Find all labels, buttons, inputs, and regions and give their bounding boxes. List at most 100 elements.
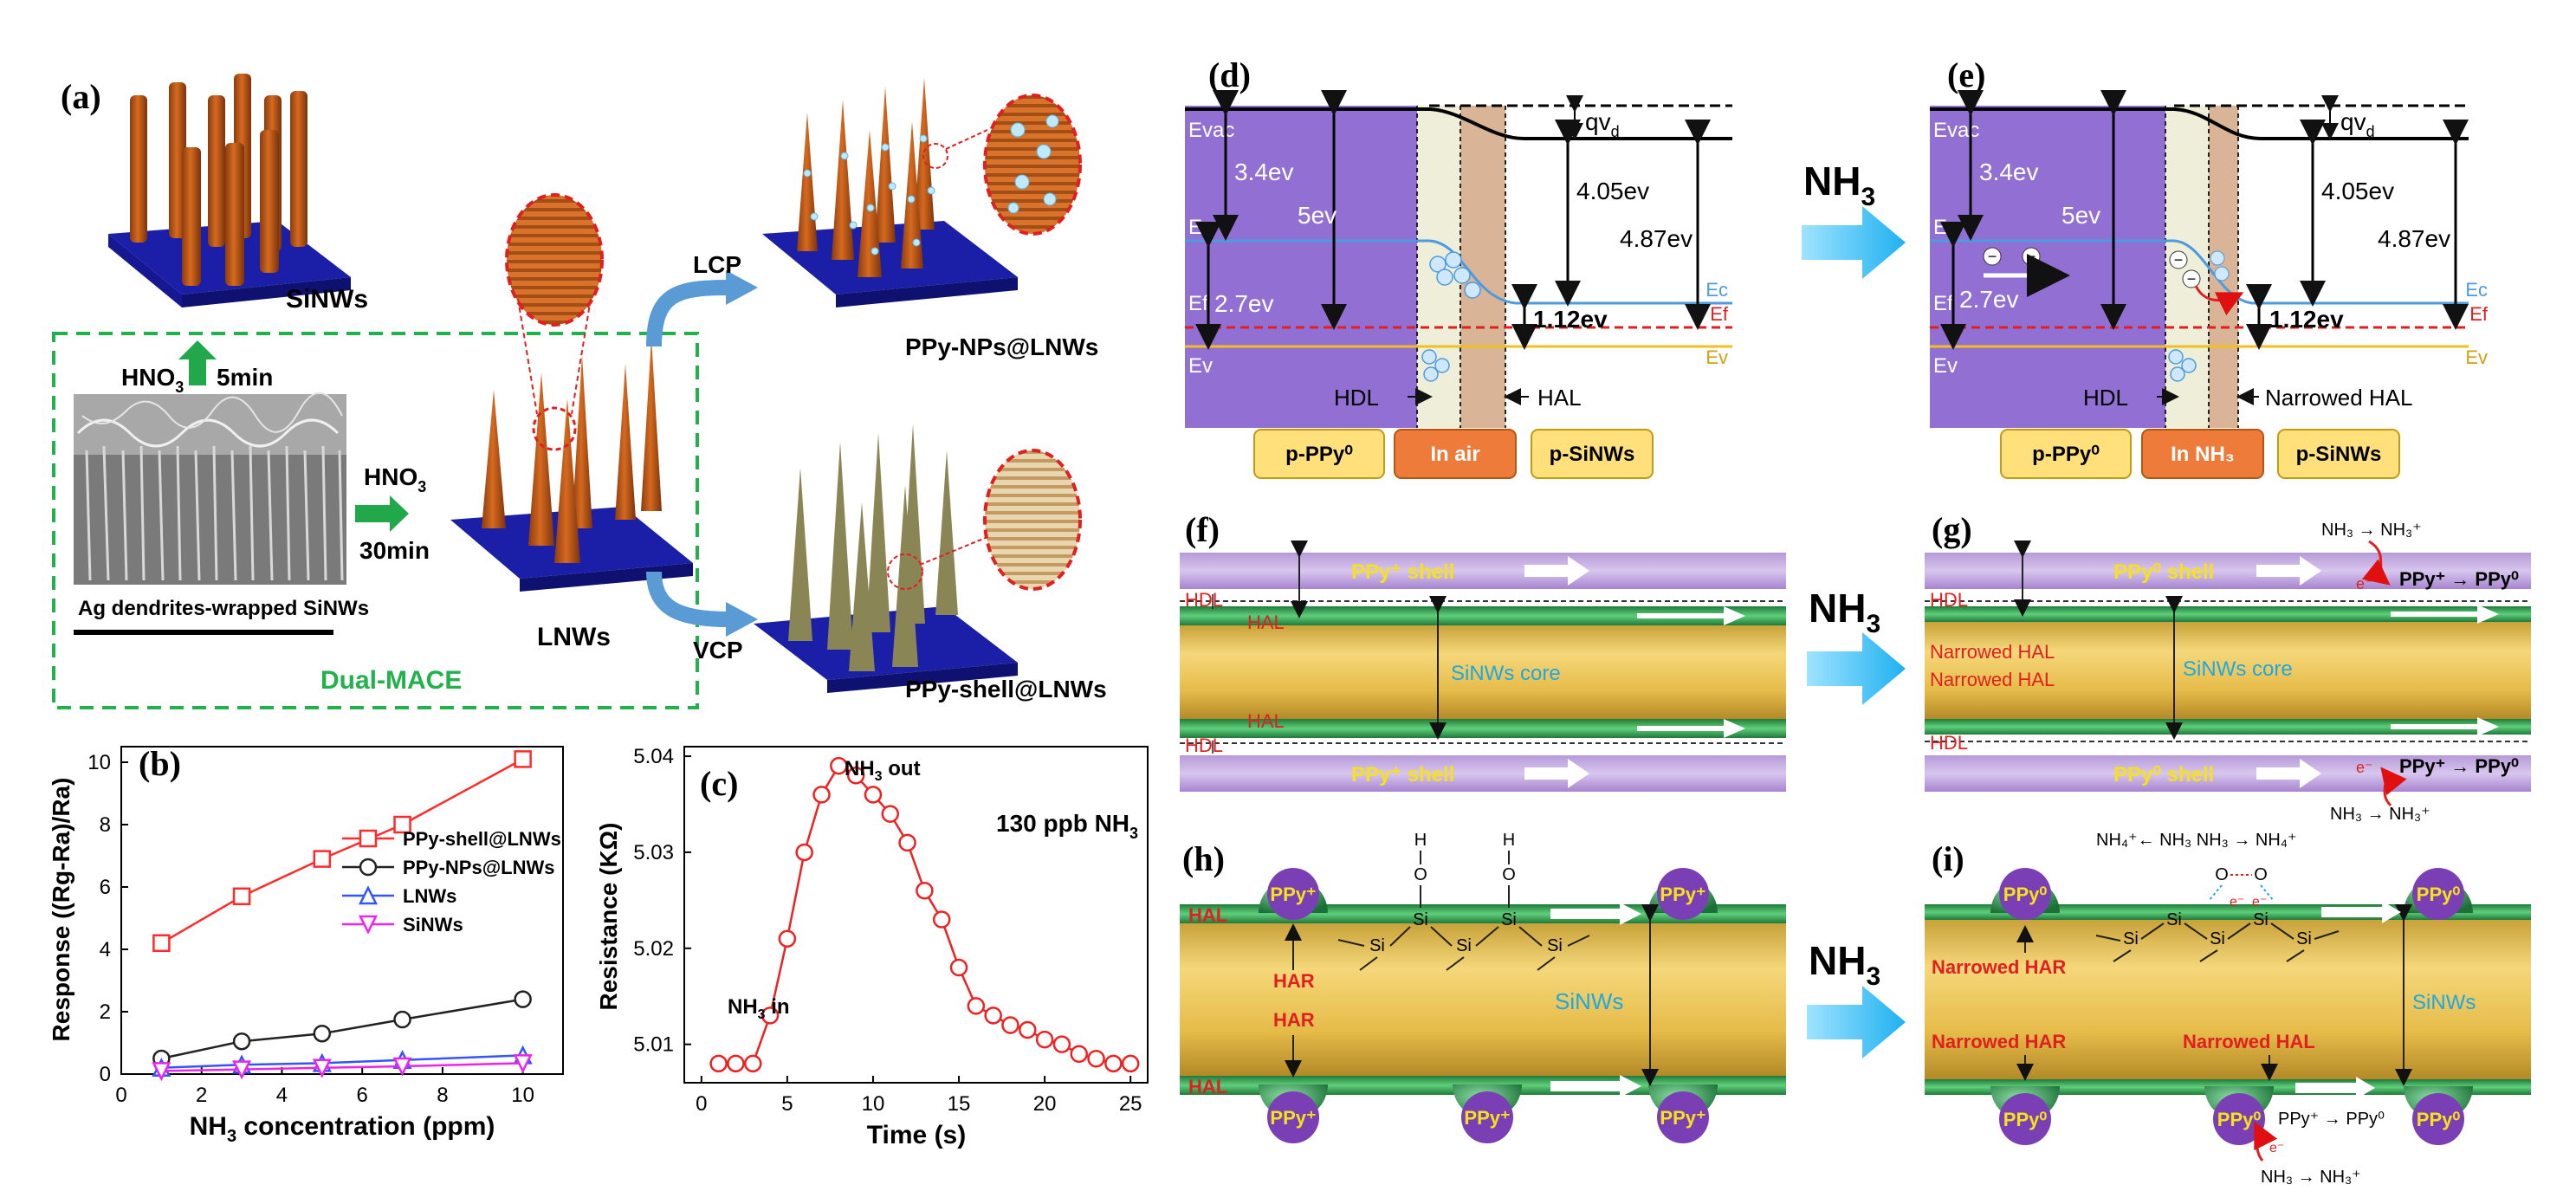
svg-text:Si: Si xyxy=(1501,910,1517,929)
svg-text:Si: Si xyxy=(1369,936,1385,955)
chart-c-point xyxy=(1001,1016,1019,1034)
chart-b-ytick-label: 10 xyxy=(87,751,111,774)
chart-b-xtick-label: 4 xyxy=(276,1084,288,1107)
svg-text:−: − xyxy=(2187,270,2197,288)
svg-text:NH₃ → NH₃⁺: NH₃ → NH₃⁺ xyxy=(2261,1168,2361,1187)
svg-text:Ec: Ec xyxy=(2465,279,2488,301)
chart-b-legend-label: PPy-NPs@LNWs xyxy=(403,857,554,878)
svg-text:PPy⁰: PPy⁰ xyxy=(2417,1109,2461,1130)
svg-text:NH₃ → NH₃⁺: NH₃ → NH₃⁺ xyxy=(2321,521,2422,540)
svg-text:HAL: HAL xyxy=(1188,1076,1227,1097)
svg-text:Ef: Ef xyxy=(2469,303,2489,325)
chart-c-point xyxy=(727,1054,745,1073)
svg-text:HDL: HDL xyxy=(1930,732,1968,754)
svg-text:Si: Si xyxy=(2253,910,2269,929)
svg-text:HDL: HDL xyxy=(1334,385,1379,411)
panel-h-label: (h) xyxy=(1182,839,1225,878)
chart-b-point xyxy=(393,1010,411,1029)
svg-text:qvd: qvd xyxy=(1585,108,1620,140)
svg-text:p-PPy⁰: p-PPy⁰ xyxy=(1285,443,1353,466)
chart-c-point xyxy=(898,833,916,852)
svg-text:3.4ev: 3.4ev xyxy=(1979,159,2039,185)
chart-b-legend-label: LNWs xyxy=(403,885,456,907)
chart-c-point xyxy=(1052,1035,1071,1053)
dual-mace-box xyxy=(52,332,699,709)
panel-i: (i) PPy⁰ PPy⁰ PPy⁰ PPy⁰ PPy⁰ NH₄⁺← NH₃ N… xyxy=(1925,831,2531,1187)
svg-text:In air: In air xyxy=(1430,443,1479,466)
sinws-illustration xyxy=(108,74,351,307)
si-chain-i: O O e⁻ e⁻ Si Si Si Si Si xyxy=(2095,865,2340,962)
ppy-nps-label: PPy-NPs@LNWs xyxy=(905,333,1098,360)
svg-text:e⁻: e⁻ xyxy=(2269,1141,2284,1155)
svg-text:HAR: HAR xyxy=(1273,1009,1315,1031)
svg-text:4.05ev: 4.05ev xyxy=(1576,178,1649,204)
chart-c-point xyxy=(967,997,986,1015)
panel-g-label: (g) xyxy=(1932,510,1972,549)
svg-text:−: − xyxy=(2027,248,2036,265)
svg-text:PPy⁺ shell: PPy⁺ shell xyxy=(1351,763,1454,786)
svg-text:PPy⁺: PPy⁺ xyxy=(1660,884,1705,905)
chart-c-point xyxy=(761,1007,780,1025)
svg-text:2.7ev: 2.7ev xyxy=(1959,286,2019,313)
svg-text:PPy⁺ shell: PPy⁺ shell xyxy=(1351,560,1454,584)
nh3-arrow-fg: NH3 xyxy=(1807,586,1906,705)
chart-b-point xyxy=(513,1054,533,1074)
svg-text:e⁻: e⁻ xyxy=(2356,575,2373,592)
time-5min-label: 5min xyxy=(217,364,273,391)
chart-c-annotation-main: 130 ppb NH3 xyxy=(996,810,1138,842)
svg-text:H: H xyxy=(1414,831,1427,850)
svg-text:HAL: HAL xyxy=(1188,904,1227,926)
svg-text:e⁻: e⁻ xyxy=(2230,895,2244,909)
lcp-label: LCP xyxy=(693,251,741,278)
svg-text:HAL: HAL xyxy=(1247,710,1285,732)
svg-text:3.4ev: 3.4ev xyxy=(1234,159,1294,185)
chart-c-point xyxy=(916,882,934,900)
svg-text:Ec: Ec xyxy=(1705,279,1728,301)
chart-c-xtick-label: 5 xyxy=(781,1092,793,1116)
svg-text:p-SiNWs: p-SiNWs xyxy=(2296,443,2382,466)
chart-b-point xyxy=(313,1024,332,1043)
svg-text:Ev: Ev xyxy=(1933,354,1958,378)
chart-c-xtick-label: 15 xyxy=(948,1092,971,1116)
vcp-arrow xyxy=(646,571,728,627)
panel-e-label: (e) xyxy=(1947,55,1985,94)
svg-text:PPy⁺: PPy⁺ xyxy=(1660,1107,1705,1129)
time-30min-label: 30min xyxy=(359,537,430,564)
chart-b-point xyxy=(393,815,411,834)
chart-c-point xyxy=(1104,1054,1123,1073)
svg-text:Ev: Ev xyxy=(1705,346,1728,368)
panel-d: (d) Evac Ec Ef Ev 3.4ev 5ev 2.7ev qvd 4.… xyxy=(1185,55,1732,479)
chart-b-point xyxy=(232,1032,251,1051)
svg-text:HDL: HDL xyxy=(2083,385,2128,411)
chart-b-ytick-label: 4 xyxy=(100,938,111,961)
svg-text:4.87ev: 4.87ev xyxy=(1620,225,1693,252)
chart-b-legend-marker xyxy=(359,858,378,877)
chart-c-ytick-label: 5.02 xyxy=(633,937,674,961)
svg-text:SiNWs: SiNWs xyxy=(1555,988,1623,1014)
panel-g: (g) PPy⁰ shell PPy⁰ shell HDL Narrowed H… xyxy=(1925,510,2531,824)
svg-text:Narrowed HAR: Narrowed HAR xyxy=(1932,956,2066,978)
chart-b-point xyxy=(232,1060,252,1080)
chart-b-ylabel: Response ((Rg-Ra)/Ra) xyxy=(48,778,74,1042)
chart-c-point xyxy=(709,1054,728,1073)
ppy-nps-illustration xyxy=(762,78,1082,307)
svg-text:PPy⁺: PPy⁺ xyxy=(1270,1107,1316,1129)
svg-text:5ev: 5ev xyxy=(1298,202,1337,229)
panel-d-label: (d) xyxy=(1208,55,1251,94)
svg-text:Ev: Ev xyxy=(2465,346,2488,368)
sem-caption: Ag dendrites-wrapped SiNWs xyxy=(78,597,369,620)
svg-text:HDL: HDL xyxy=(1185,589,1223,611)
chart-c-point xyxy=(984,1007,1002,1025)
svg-text:H: H xyxy=(1503,831,1515,850)
sinws-label: SiNWs xyxy=(286,285,368,314)
svg-text:Evac: Evac xyxy=(1933,119,1979,142)
svg-text:NH₃ → NH₃⁺: NH₃ → NH₃⁺ xyxy=(2330,805,2430,824)
svg-text:Si: Si xyxy=(1413,910,1428,929)
evac-label: Evac xyxy=(1188,119,1234,142)
hno3-30min-label: HNO3 xyxy=(364,463,426,495)
chart-c-point xyxy=(864,786,883,804)
